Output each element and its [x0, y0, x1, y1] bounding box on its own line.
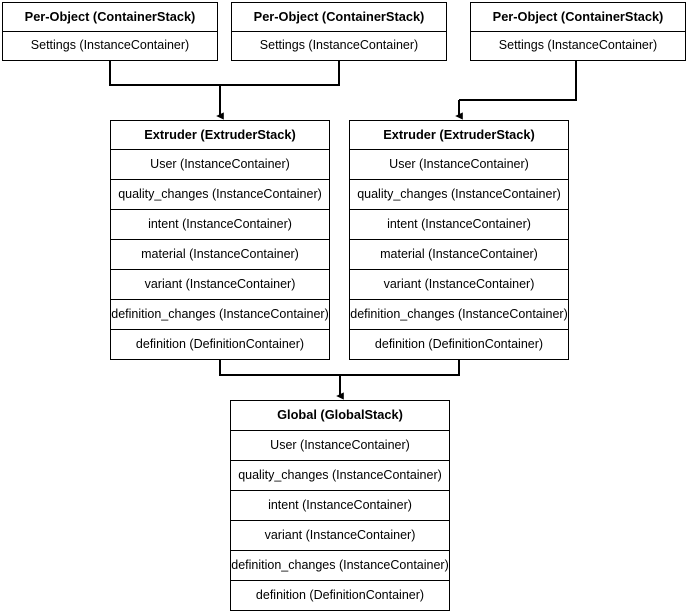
extruder-stack-1-row-variant[interactable]: variant (InstanceContainer) [111, 269, 329, 299]
extruder-stack-box-2[interactable]: Extruder (ExtruderStack) User (InstanceC… [349, 120, 569, 360]
per-object-stack-3-row-settings[interactable]: Settings (InstanceContainer) [471, 31, 685, 60]
extruder-stack-2-row-variant[interactable]: variant (InstanceContainer) [350, 269, 568, 299]
edge-perobject2-to-extruder1 [220, 57, 340, 86]
extruder-stack-1-row-definition-changes[interactable]: definition_changes (InstanceContainer) [111, 299, 329, 329]
global-stack-row-variant[interactable]: variant (InstanceContainer) [231, 520, 449, 550]
extruder-stack-2-row-quality-changes[interactable]: quality_changes (InstanceContainer) [350, 179, 568, 209]
per-object-stack-1-header: Per-Object (ContainerStack) [24, 8, 196, 24]
per-object-stack-box-2[interactable]: Per-Object (ContainerStack) Settings (In… [231, 2, 447, 61]
extruder-stack-1-row-material[interactable]: material (InstanceContainer) [111, 239, 329, 269]
per-object-stack-2-row-settings[interactable]: Settings (InstanceContainer) [232, 31, 446, 60]
extruder-stack-2-row-intent[interactable]: intent (InstanceContainer) [350, 209, 568, 239]
extruder-stack-2-header: Extruder (ExtruderStack) [383, 126, 535, 142]
global-stack-box[interactable]: Global (GlobalStack) User (InstanceConta… [230, 400, 450, 611]
extruder-stack-1-header: Extruder (ExtruderStack) [144, 126, 296, 142]
extruder-stack-2-row-definition[interactable]: definition (DefinitionContainer) [350, 329, 568, 359]
extruder-stack-box-1[interactable]: Extruder (ExtruderStack) User (InstanceC… [110, 120, 330, 360]
per-object-stack-box-1[interactable]: Per-Object (ContainerStack) Settings (In… [2, 2, 218, 61]
edge-extruder1-to-global [219, 360, 340, 376]
global-stack-row-definition[interactable]: definition (DefinitionContainer) [231, 580, 449, 610]
global-stack-header: Global (GlobalStack) [277, 407, 403, 423]
global-stack-row-user[interactable]: User (InstanceContainer) [231, 430, 449, 460]
per-object-stack-3-header: Per-Object (ContainerStack) [492, 8, 664, 24]
extruder-stack-2-row-material[interactable]: material (InstanceContainer) [350, 239, 568, 269]
extruder-stack-1-row-user[interactable]: User (InstanceContainer) [111, 149, 329, 179]
global-stack-row-quality-changes[interactable]: quality_changes (InstanceContainer) [231, 460, 449, 490]
edge-perobject3-to-extruder2 [459, 57, 577, 101]
edge-extruder2-to-global [340, 360, 460, 376]
edge-perobject1-to-extruder1 [109, 57, 220, 86]
extruder-stack-1-row-definition[interactable]: definition (DefinitionContainer) [111, 329, 329, 359]
per-object-stack-2-header: Per-Object (ContainerStack) [253, 8, 425, 24]
global-stack-row-intent[interactable]: intent (InstanceContainer) [231, 490, 449, 520]
per-object-stack-1-row-settings[interactable]: Settings (InstanceContainer) [3, 31, 217, 60]
extruder-stack-1-row-quality-changes[interactable]: quality_changes (InstanceContainer) [111, 179, 329, 209]
per-object-stack-box-3[interactable]: Per-Object (ContainerStack) Settings (In… [470, 2, 686, 61]
extruder-stack-1-row-intent[interactable]: intent (InstanceContainer) [111, 209, 329, 239]
global-stack-row-definition-changes[interactable]: definition_changes (InstanceContainer) [231, 550, 449, 580]
extruder-stack-2-row-user[interactable]: User (InstanceContainer) [350, 149, 568, 179]
extruder-stack-2-row-definition-changes[interactable]: definition_changes (InstanceContainer) [350, 299, 568, 329]
